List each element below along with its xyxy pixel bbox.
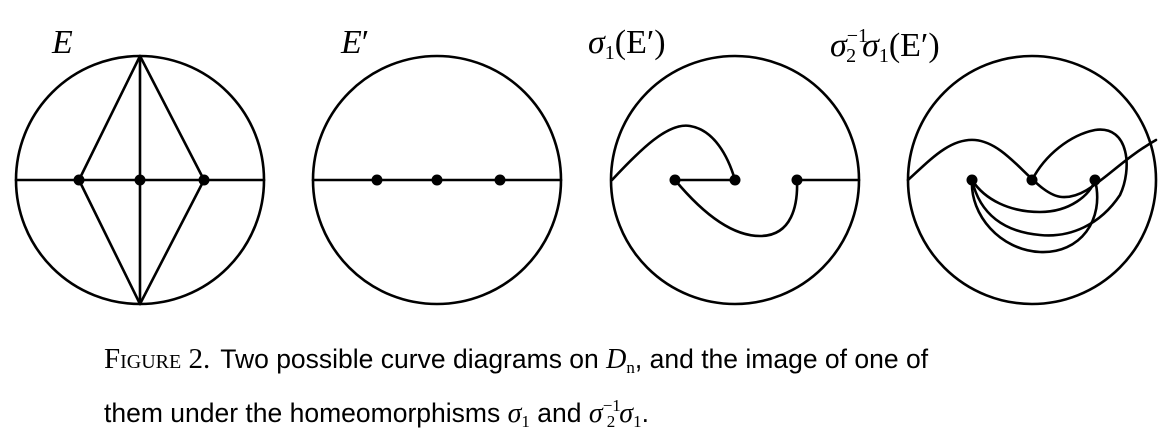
puncture-3b bbox=[729, 174, 741, 186]
inner-arc-b bbox=[970, 178, 1097, 214]
figure-caption: Figure 2.Two possible curve diagrams on … bbox=[104, 340, 1104, 441]
puncture-4c bbox=[1089, 174, 1101, 186]
math-sigma-1: σ1 bbox=[507, 398, 530, 431]
figure-label: Figure 2. bbox=[104, 343, 211, 375]
panel-label-2: E′ bbox=[341, 24, 370, 61]
panel-label-3: σ1(E′) bbox=[588, 24, 666, 64]
puncture-4a bbox=[966, 174, 978, 186]
caption-line-1: Figure 2.Two possible curve diagrams on … bbox=[104, 343, 929, 377]
puncture-3a bbox=[669, 174, 681, 186]
puncture-1b bbox=[134, 174, 146, 186]
puncture-2a bbox=[371, 174, 383, 186]
diamond-curves bbox=[77, 54, 206, 306]
puncture-3c bbox=[791, 174, 803, 186]
lower-arc-p1-p3 bbox=[673, 178, 799, 238]
inner-arc-a bbox=[970, 128, 1128, 237]
puncture-1c bbox=[198, 174, 210, 186]
puncture-1a bbox=[73, 174, 85, 186]
arc-from-left-boundary bbox=[610, 124, 737, 182]
curve-diagrams bbox=[14, 54, 1158, 306]
inner-arc-c bbox=[970, 178, 1099, 254]
puncture-4b bbox=[1026, 174, 1038, 186]
puncture-2b bbox=[431, 174, 443, 186]
caption-line-2: them under the homeomorphisms σ1 and σ−1… bbox=[104, 396, 649, 431]
wave-curve bbox=[906, 138, 1158, 199]
math-d-n: Dn bbox=[606, 344, 635, 377]
puncture-2c bbox=[494, 174, 506, 186]
panel-label-1: E bbox=[52, 24, 73, 61]
